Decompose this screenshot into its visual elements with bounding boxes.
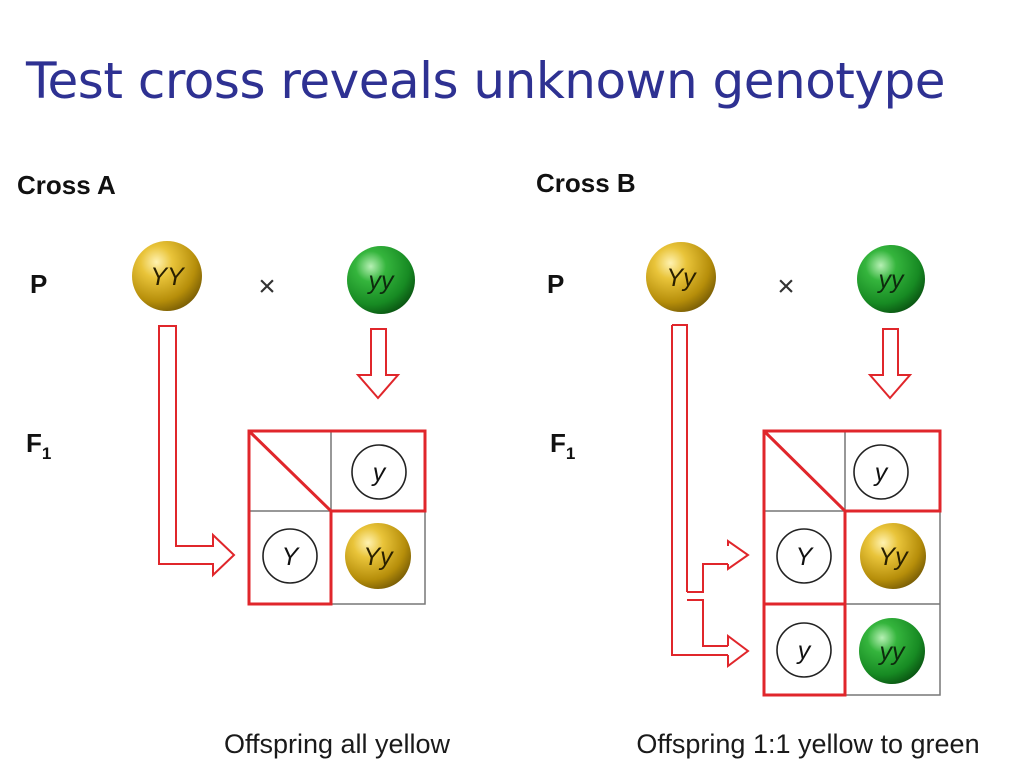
gamete-circle-icon [853, 444, 909, 500]
cross-a-label: Cross A [17, 170, 116, 200]
cross-b-gamete-col: y [873, 459, 889, 487]
gamete-circle-icon [262, 528, 318, 584]
cross-b-gamete-row-2: y [796, 637, 812, 665]
cross-a-arrow-from-parent-2 [355, 328, 401, 400]
cross-a-parent-2-genotype: yy [367, 267, 396, 295]
cross-a-parent-green-pea: yy [347, 246, 415, 314]
cross-a-arrow-from-parent-1 [158, 325, 236, 578]
cross-b-parent-green-pea: yy [857, 245, 925, 313]
cross-a-cross-symbol: × [258, 270, 276, 303]
cross-b-offspring-1-genotype: Yy [878, 543, 909, 571]
cross-b-cross-symbol: × [777, 270, 795, 303]
cross-b-offspring-2-genotype: yy [878, 638, 907, 666]
cross-b-parent-2-genotype: yy [877, 266, 906, 294]
cross-a-gamete-col: y [371, 459, 387, 487]
slide-title: Test cross reveals unknown genotype [26, 52, 946, 110]
gamete-circle-icon [776, 622, 832, 678]
yellow-pea-icon [132, 241, 202, 311]
cross-b-p-label: P [547, 269, 564, 299]
cross-b-arrowhead-lower [727, 634, 750, 668]
cross-b-arrowhead-upper [727, 539, 750, 571]
green-pea-icon [857, 245, 925, 313]
cross-a-gamete-row: Y [282, 543, 301, 571]
cross-b-parent-1-genotype: Yy [666, 264, 697, 292]
cross-b-parent-yellow-pea: Yy [646, 242, 716, 312]
cross-b-arrow-from-parent-1 [671, 324, 728, 656]
green-pea-icon [859, 618, 925, 684]
cross-b-caption: Offspring 1:1 yellow to green [636, 729, 979, 759]
cross-a-parent-yellow-pea: YY [132, 241, 202, 311]
cross-b-arrow-from-parent-2 [867, 328, 913, 400]
cross-a-offspring-genotype: Yy [363, 543, 394, 571]
green-pea-icon [347, 246, 415, 314]
gamete-circle-icon [776, 528, 832, 584]
yellow-pea-icon [646, 242, 716, 312]
cross-a-caption: Offspring all yellow [224, 729, 451, 759]
cross-b-arrow-cover [673, 592, 686, 600]
cross-b-f1-label: F1 [550, 428, 575, 463]
cross-a-parent-1-genotype: YY [150, 263, 186, 291]
cross-a-punnett-square: y Y Yy [247, 429, 427, 606]
yellow-pea-icon [860, 523, 926, 589]
cross-a-f1-label: F1 [26, 428, 51, 463]
gamete-circle-icon [351, 444, 407, 500]
cross-b-label: Cross B [536, 168, 636, 198]
yellow-pea-icon [345, 523, 411, 589]
cross-b-gamete-row-1: Y [796, 543, 815, 571]
cross-b-punnett-square: y Y y Yy yy [762, 429, 942, 697]
cross-a-p-label: P [30, 269, 47, 299]
